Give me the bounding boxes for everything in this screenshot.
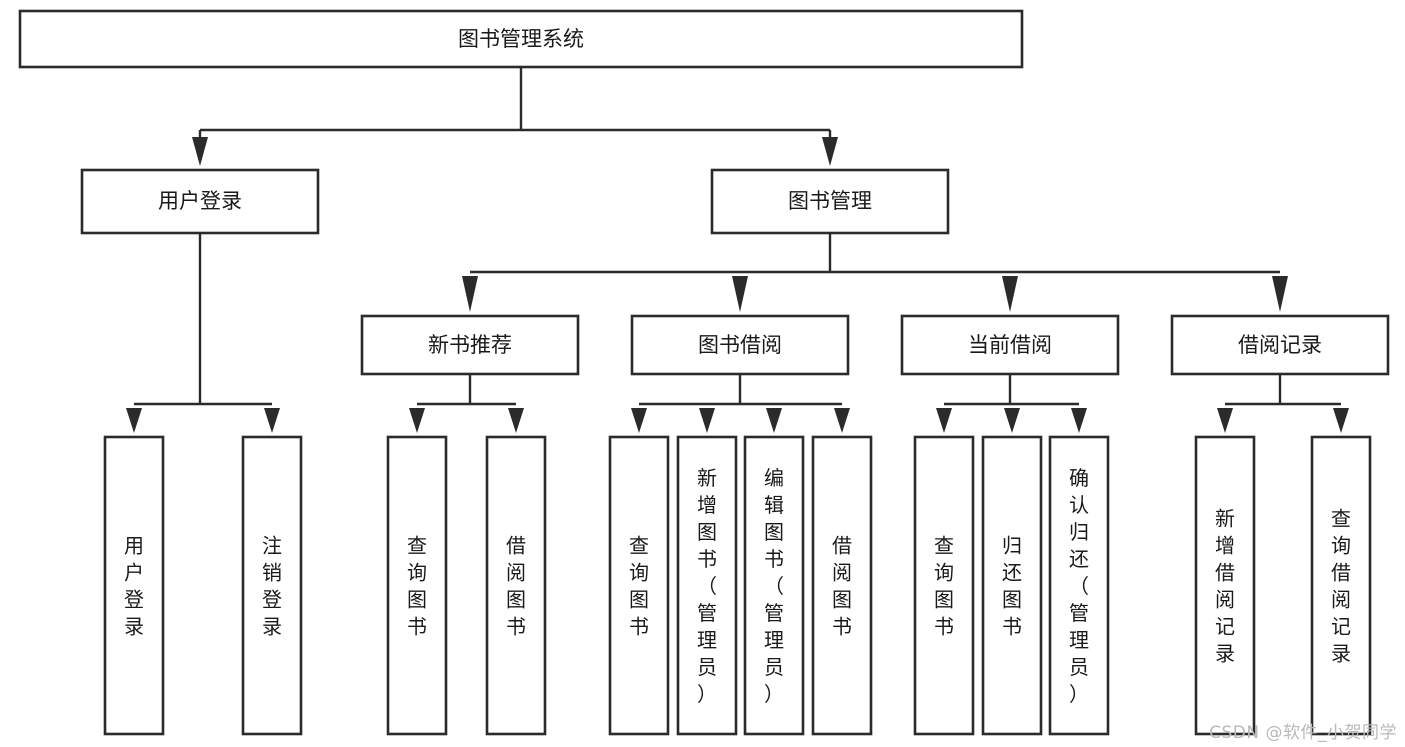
leaf-node[interactable]: 查询图书 — [386, 435, 448, 736]
arrow-root-to-user-login — [192, 137, 208, 166]
node-user-login[interactable]: 用户登录 — [80, 168, 320, 235]
arrow-borrow-leaf-3 — [766, 408, 782, 433]
leaf-node[interactable]: 查询图书 — [608, 435, 670, 736]
leaf-node[interactable]: 新增图书（管理员） — [676, 435, 738, 736]
leaf-label: 查询图书 — [934, 534, 954, 639]
leaf-node[interactable]: 注销登录 — [241, 435, 303, 736]
leaf-label: 查询图书 — [407, 534, 427, 639]
node-root[interactable]: 图书管理系统 — [18, 9, 1024, 69]
borrow-records-label: 借阅记录 — [1238, 333, 1322, 357]
arrow-bookmgmt-to-current — [1002, 276, 1018, 312]
leaf-label: 借阅图书 — [832, 534, 852, 639]
arrow-userlogin-leaf-1 — [126, 408, 142, 433]
arrow-newbook-leaf-2 — [508, 408, 524, 433]
leaf-box[interactable] — [103, 435, 165, 736]
node-book-management[interactable]: 图书管理 — [710, 168, 950, 235]
leaf-box[interactable] — [386, 435, 448, 736]
new-book-recommend-label: 新书推荐 — [428, 333, 512, 357]
leaf-box[interactable] — [608, 435, 670, 736]
arrow-newbook-leaf-1 — [409, 408, 425, 433]
arrow-borrow-leaf-4 — [834, 408, 850, 433]
leaf-box[interactable] — [913, 435, 975, 736]
arrow-records-leaf-2 — [1333, 408, 1349, 433]
arrow-current-leaf-1 — [936, 408, 952, 433]
arrow-borrow-leaf-1 — [631, 408, 647, 433]
user-login-label: 用户登录 — [158, 189, 242, 213]
arrow-borrow-leaf-2 — [699, 408, 715, 433]
leaf-node[interactable]: 确认归还（管理员） — [1048, 435, 1110, 736]
leaf-box[interactable] — [1048, 435, 1110, 736]
leaf-label: 注销登录 — [262, 534, 282, 639]
user-login-box[interactable] — [80, 168, 320, 235]
arrow-bookmgmt-to-newbook — [462, 276, 478, 312]
root-label: 图书管理系统 — [458, 27, 584, 51]
node-current-borrow[interactable]: 当前借阅 — [900, 314, 1120, 376]
borrow-records-box[interactable] — [1170, 314, 1390, 376]
leaf-label: 新增图书（管理员） — [697, 466, 717, 706]
arrow-current-leaf-3 — [1071, 408, 1087, 433]
leaf-label: 确认归还（管理员） — [1069, 466, 1089, 706]
arrow-records-leaf-1 — [1217, 408, 1233, 433]
node-book-borrow[interactable]: 图书借阅 — [630, 314, 850, 376]
leaf-label: 用户登录 — [124, 534, 144, 639]
leaf-node[interactable]: 新增借阅记录 — [1194, 435, 1256, 736]
leaf-box[interactable] — [1194, 435, 1256, 736]
book-management-box[interactable] — [710, 168, 950, 235]
leaf-node[interactable]: 查询图书 — [913, 435, 975, 736]
leaf-box[interactable] — [981, 435, 1043, 736]
book-management-label: 图书管理 — [788, 189, 872, 213]
leaf-label: 查询借阅记录 — [1331, 507, 1351, 666]
leaf-box[interactable] — [811, 435, 873, 736]
node-new-book-recommend[interactable]: 新书推荐 — [360, 314, 580, 376]
new-book-recommend-box[interactable] — [360, 314, 580, 376]
arrow-bookmgmt-to-borrow — [732, 276, 748, 312]
leaf-box[interactable] — [1310, 435, 1372, 736]
leaf-label: 借阅图书 — [506, 534, 526, 639]
leaf-label: 查询图书 — [629, 534, 649, 639]
leaf-label: 编辑图书（管理员） — [764, 466, 784, 706]
arrow-current-leaf-2 — [1004, 408, 1020, 433]
leaf-box[interactable] — [676, 435, 738, 736]
leaf-node[interactable]: 用户登录 — [103, 435, 165, 736]
leaf-box[interactable] — [485, 435, 547, 736]
book-borrow-label: 图书借阅 — [698, 333, 782, 357]
leaf-box[interactable] — [743, 435, 805, 736]
leaf-label: 新增借阅记录 — [1215, 507, 1235, 666]
current-borrow-box[interactable] — [900, 314, 1120, 376]
leaf-box[interactable] — [241, 435, 303, 736]
current-borrow-label: 当前借阅 — [968, 333, 1052, 357]
leaf-layer: 用户登录 注销登录 查询图书 借阅图书 查询图书 新增图书（管理员） — [103, 435, 1372, 736]
leaf-node[interactable]: 编辑图书（管理员） — [743, 435, 805, 736]
leaf-node[interactable]: 借阅图书 — [485, 435, 547, 736]
arrow-bookmgmt-to-records — [1272, 276, 1288, 312]
arrow-userlogin-leaf-2 — [264, 408, 280, 433]
book-borrow-box[interactable] — [630, 314, 850, 376]
leaf-node[interactable]: 归还图书 — [981, 435, 1043, 736]
connector-layer — [126, 67, 1349, 433]
leaf-label: 归还图书 — [1002, 534, 1022, 639]
root-box[interactable] — [18, 9, 1024, 69]
arrow-root-to-book-mgmt — [822, 137, 838, 166]
leaf-node[interactable]: 借阅图书 — [811, 435, 873, 736]
node-borrow-records[interactable]: 借阅记录 — [1170, 314, 1390, 376]
leaf-node[interactable]: 查询借阅记录 — [1310, 435, 1372, 736]
